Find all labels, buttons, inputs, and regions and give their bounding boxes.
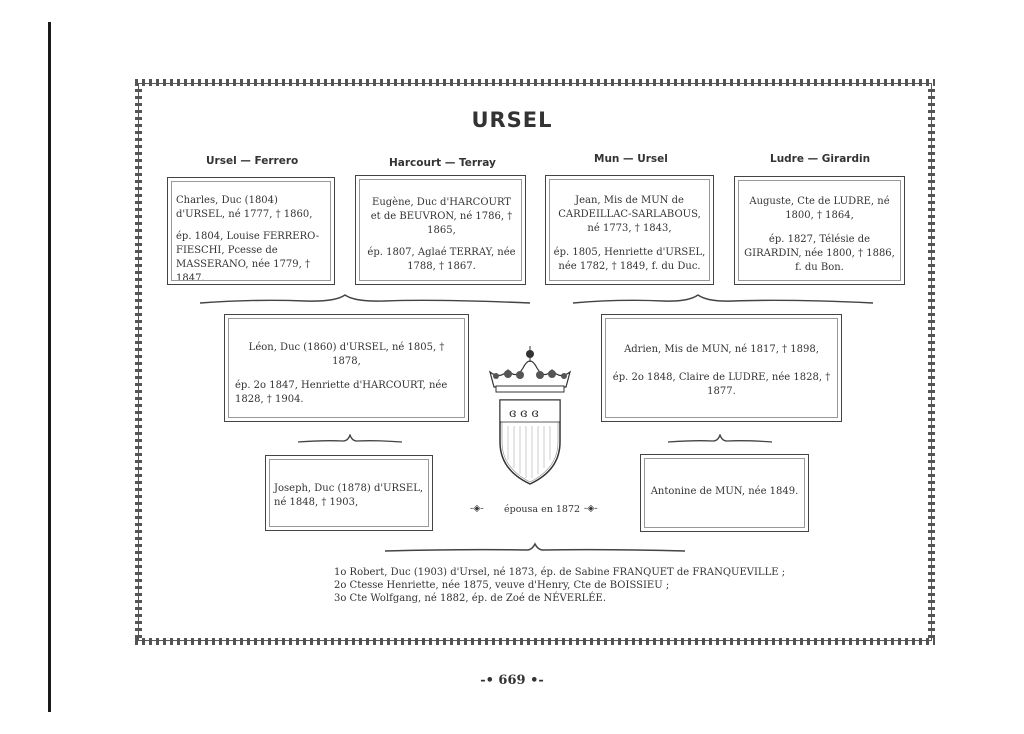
inner-border <box>138 83 932 641</box>
box-auguste-ludre: Auguste, Cte de LUDRE, né 1800, † 1864, … <box>734 176 905 285</box>
person-text: Adrien, Mis de MUN, né 1817, † 1898, <box>624 344 819 355</box>
box-joseph-ursel: Joseph, Duc (1878) d'URSEL, né 1848, † 1… <box>265 455 433 531</box>
person-text: Joseph, Duc (1878) d'URSEL, né 1848, † 1… <box>274 483 424 508</box>
brace-mun-ludre <box>572 294 874 304</box>
marriage-ornament-left: -◈- <box>470 503 484 514</box>
coat-of-arms-icon: ɞ ɞ ɞ <box>488 346 572 485</box>
person-text: Charles, Duc (1804) d'URSEL, né 1777, † … <box>176 195 313 220</box>
marriage-ornament-right: -◈- <box>584 503 598 514</box>
child-wolfgang: 3o Cte Wolfgang, né 1882, ép. de Zoé de … <box>334 593 607 604</box>
page-number-value: 669 <box>498 673 526 688</box>
page-number: -• 669 •- <box>0 673 1024 688</box>
scan-edge-line <box>48 22 51 712</box>
page-number-ornament: •- <box>525 673 544 688</box>
marriage-text: ép. 1807, Aglaé TERRAY, née 1788, † 1867… <box>367 247 516 272</box>
page-title: URSEL <box>471 108 553 132</box>
heading-ludre-girardin: Ludre — Girardin <box>770 153 871 165</box>
box-leon-ursel: Léon, Duc (1860) d'URSEL, né 1805, † 187… <box>224 314 469 422</box>
marriage-text: ép. 1827, Télésie de GIRARDIN, née 1800,… <box>744 234 895 273</box>
person-text: Léon, Duc (1860) d'URSEL, né 1805, † 187… <box>248 342 445 367</box>
box-antonine-mun: Antonine de MUN, née 1849. <box>640 454 809 532</box>
box-eugene-harcourt: Eugène, Duc d'HARCOURT et de BEUVRON, né… <box>355 175 526 285</box>
person-text: Jean, Mis de MUN de CARDEILLAC-SARLABOUS… <box>558 195 701 234</box>
person-text: Eugène, Duc d'HARCOURT et de BEUVRON, né… <box>370 197 513 236</box>
brace-adrien <box>667 434 773 443</box>
brace-leon <box>297 434 403 443</box>
heading-ursel-ferrero: Ursel — Ferrero <box>206 155 299 167</box>
marriage-text: ép. 2o 1848, Claire de LUDRE, née 1828, … <box>612 372 831 397</box>
box-charles-ursel: Charles, Duc (1804) d'URSEL, né 1777, † … <box>167 177 335 285</box>
svg-text:ɞ ɞ ɞ: ɞ ɞ ɞ <box>509 406 539 420</box>
brace-children <box>384 542 686 552</box>
brace-ursel-harcourt <box>199 294 531 304</box>
marriage-caption: épousa en 1872 <box>504 504 581 515</box>
box-jean-mun: Jean, Mis de MUN de CARDEILLAC-SARLABOUS… <box>545 175 714 285</box>
marriage-text: ép. 1804, Louise FERRERO-FIESCHI, Pcesse… <box>176 231 320 284</box>
box-adrien-mun: Adrien, Mis de MUN, né 1817, † 1898, ép.… <box>601 314 842 422</box>
children-list: 1o Robert, Duc (1903) d'Ursel, né 1873, … <box>334 566 785 605</box>
marriage-text: ép. 2o 1847, Henriette d'HARCOURT, née 1… <box>235 380 448 405</box>
heading-mun-ursel: Mun — Ursel <box>594 153 668 165</box>
person-text: Antonine de MUN, née 1849. <box>650 486 799 497</box>
child-henriette: 2o Ctesse Henriette, née 1875, veuve d'H… <box>334 580 670 591</box>
page-number-ornament: -• <box>480 673 499 688</box>
heading-harcourt-terray: Harcourt — Terray <box>389 157 496 169</box>
marriage-text: ép. 1805, Henriette d'URSEL, née 1782, †… <box>553 247 706 272</box>
person-text: Auguste, Cte de LUDRE, né 1800, † 1864, <box>749 196 890 221</box>
child-robert: 1o Robert, Duc (1903) d'Ursel, né 1873, … <box>334 567 786 578</box>
